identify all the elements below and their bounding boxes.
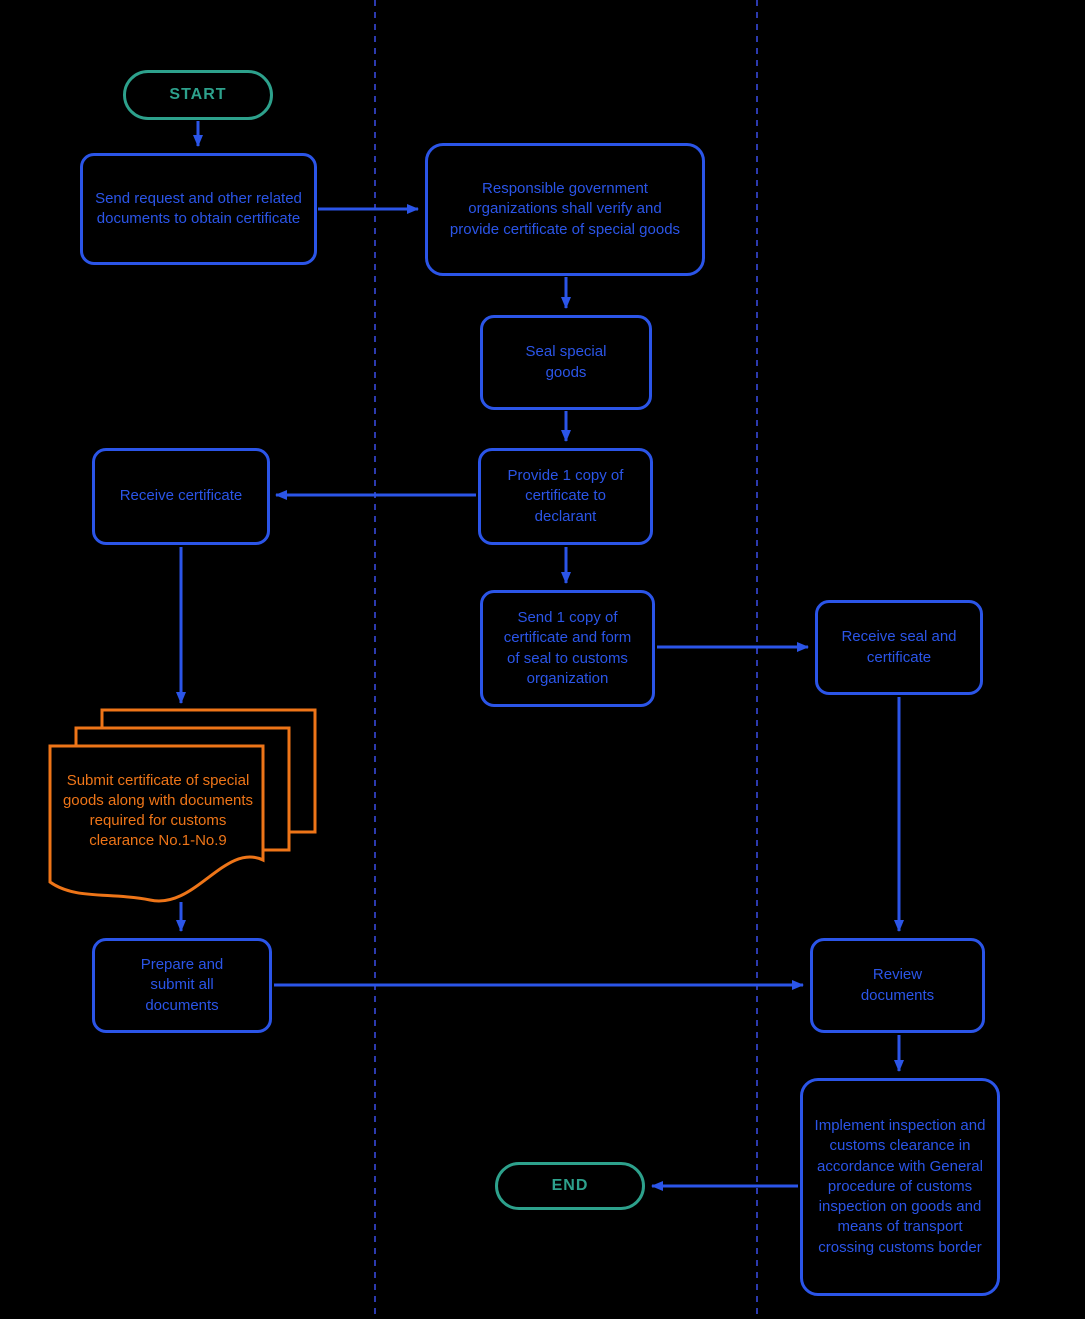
node-review-documents: Review documents — [810, 938, 985, 1033]
node-prepare-submit-label: Prepare and submit all documents — [140, 956, 224, 1014]
node-receive-certificate-label: Receive certificate — [119, 487, 243, 505]
node-end: END — [495, 1162, 645, 1210]
node-seal-goods: Seal special goods — [480, 315, 652, 410]
node-implement-inspection: Implement inspection and customs clearan… — [800, 1078, 1000, 1296]
node-implement-inspection-label: Implement inspection and customs clearan… — [814, 1117, 986, 1256]
node-submit-certificate-docs: Submit certificate of special goods alon… — [58, 752, 258, 870]
node-prepare-submit: Prepare and submit all documents — [92, 938, 272, 1033]
node-end-label: END — [551, 1177, 589, 1195]
node-receive-seal: Receive seal and certificate — [815, 600, 983, 695]
node-provide-copy-label: Provide 1 copy of certificate to declara… — [507, 467, 624, 525]
node-send-request: Send request and other related documents… — [80, 153, 317, 265]
node-verify-provide-label: Responsible government organizations sha… — [449, 180, 681, 238]
node-submit-certificate-docs-label: Submit certificate of special goods alon… — [62, 771, 254, 850]
node-receive-seal-label: Receive seal and certificate — [841, 628, 957, 666]
node-receive-certificate: Receive certificate — [92, 448, 270, 545]
node-start: START — [123, 70, 273, 120]
node-send-copy-customs: Send 1 copy of certificate and form of s… — [480, 590, 655, 707]
node-send-copy-customs-label: Send 1 copy of certificate and form of s… — [503, 609, 632, 687]
document-front-sheet — [48, 744, 265, 903]
node-provide-copy: Provide 1 copy of certificate to declara… — [478, 448, 653, 545]
node-send-request-label: Send request and other related documents… — [95, 189, 302, 227]
node-start-label: START — [169, 86, 227, 104]
node-verify-provide: Responsible government organizations sha… — [425, 143, 705, 276]
node-review-documents-label: Review documents — [860, 966, 935, 1004]
multi-document-shape — [48, 708, 317, 903]
node-seal-goods-label: Seal special goods — [525, 343, 607, 381]
